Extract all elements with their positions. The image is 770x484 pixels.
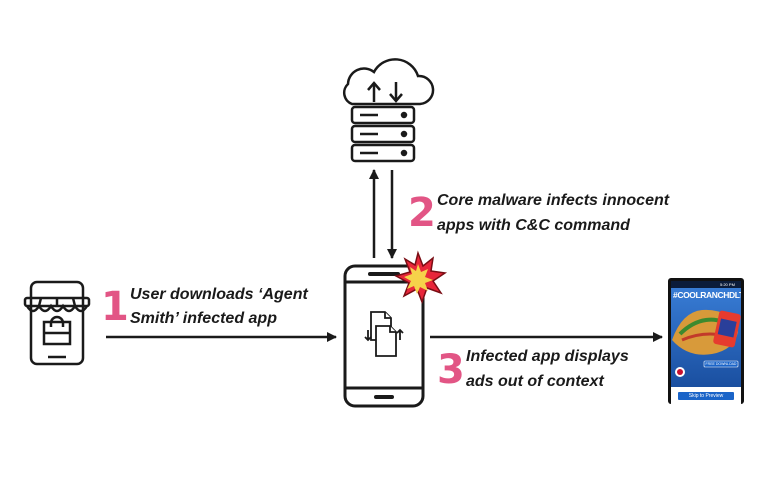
step-1-text-line2: Smith’ infected app (130, 310, 277, 327)
ad-skip-button[interactable]: Skip to Preview (688, 393, 724, 399)
step-2-number: 2 (408, 190, 436, 236)
step-3-text-line1: Infected app displays (466, 348, 629, 365)
ad-hashtag: #COOLRANCHDLT (673, 290, 741, 300)
store-icon (23, 280, 91, 366)
step-1-text-line1: User downloads ‘Agent (130, 286, 308, 303)
step-2-text-line1: Core malware infects innocent (437, 192, 670, 209)
step-2-text-line2: apps with C&C command (437, 217, 630, 234)
step-1-number: 1 (101, 284, 129, 330)
ad-phone-icon (668, 278, 744, 404)
ad-status-time: 5:20 PM (720, 282, 735, 287)
step-3-text-line2: ads out of context (466, 373, 604, 390)
ad-download-badge: FREE DOWNLOAD (705, 362, 737, 366)
file-swap-icon (364, 311, 404, 357)
server-icon (350, 105, 416, 163)
explosion-icon (394, 250, 448, 305)
cloud-icon (342, 58, 435, 106)
step-3-number: 3 (437, 347, 465, 393)
